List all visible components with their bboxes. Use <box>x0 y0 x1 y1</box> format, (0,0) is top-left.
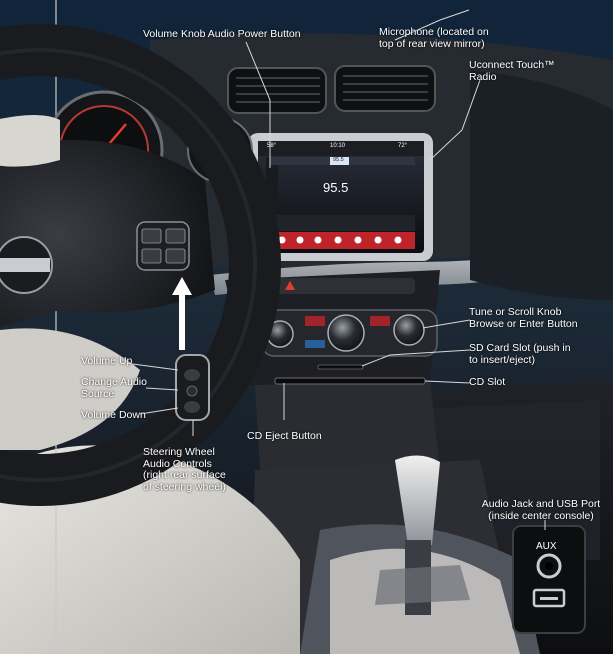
label-change-source: Change Audio Source <box>81 376 147 400</box>
radio-temp-left: 58° <box>267 143 277 149</box>
radio-preset-highlight: 95.5 <box>333 157 344 163</box>
label-microphone: Microphone (located on top of rear view … <box>379 26 489 50</box>
label-cd-slot: CD Slot <box>469 376 506 388</box>
radio-clock: 10:10 <box>330 143 346 149</box>
label-change-source-line-1: Change Audio <box>81 376 147 388</box>
label-sd-card-line-1: SD Card Slot (push in <box>469 342 571 354</box>
label-volume-knob: Volume Knob Audio Power Button <box>143 28 301 40</box>
label-cd-eject: CD Eject Button <box>247 430 322 442</box>
label-tune-knob: Tune or Scroll Knob Browse or Enter Butt… <box>469 306 578 330</box>
radio-frequency: 95.5 <box>323 180 349 195</box>
label-change-source-line-2: Source <box>81 387 115 400</box>
label-steering-controls-line-2: Audio Controls <box>143 457 212 470</box>
label-tune-knob-line-1: Tune or Scroll Knob <box>469 306 562 318</box>
label-microphone-line-2: top of rear view mirror) <box>379 37 485 50</box>
label-steering-controls-line-1: Steering Wheel <box>143 446 215 458</box>
label-steering-controls-line-4: of steering wheel) <box>143 480 226 493</box>
aux-port-label: AUX <box>536 541 557 552</box>
label-uconnect-line-2: Radio <box>469 70 497 83</box>
label-tune-knob-line-2: Browse or Enter Button <box>469 317 578 330</box>
label-microphone-line-1: Microphone (located on <box>379 26 489 38</box>
label-steering-controls: Steering Wheel Audio Controls (right rea… <box>143 446 226 493</box>
label-audio-jack-line-2: (inside center console) <box>488 509 594 522</box>
label-volume-up: Volume Up <box>81 355 133 367</box>
label-uconnect-line-1: Uconnect Touch™ <box>469 59 555 71</box>
label-uconnect: Uconnect Touch™ Radio <box>469 59 555 83</box>
radio-temp-right: 72° <box>398 143 408 149</box>
label-steering-controls-line-3: (right rear surface <box>143 469 226 481</box>
label-sd-card-line-2: to insert/eject) <box>469 353 535 366</box>
label-audio-jack-line-1: Audio Jack and USB Port <box>481 498 601 510</box>
label-volume-down: Volume Down <box>81 409 146 421</box>
label-sd-card: SD Card Slot (push in to insert/eject) <box>469 342 571 366</box>
label-audio-jack: Audio Jack and USB Port (inside center c… <box>474 498 608 522</box>
